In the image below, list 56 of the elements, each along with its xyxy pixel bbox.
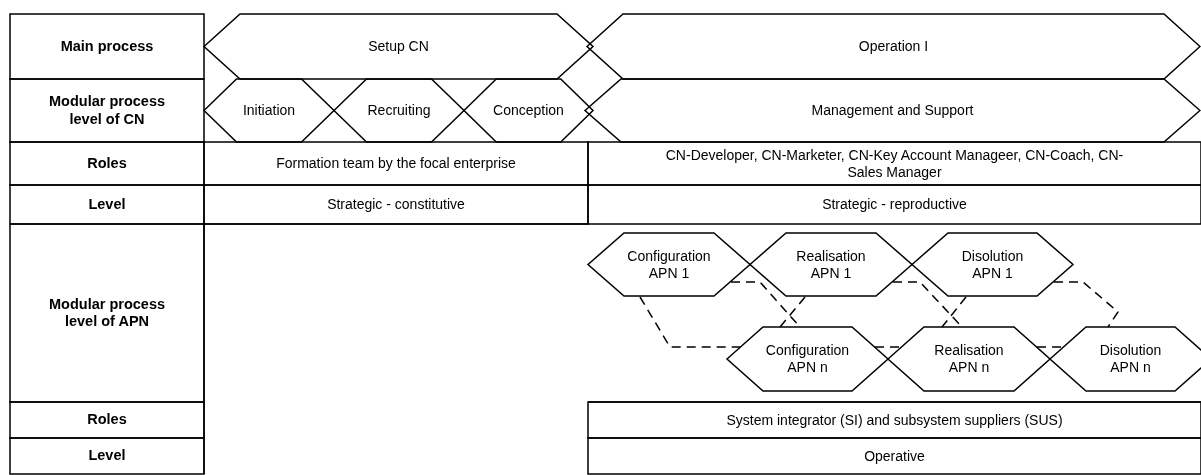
row-header-cell	[10, 14, 204, 79]
process-hexagon	[888, 327, 1050, 391]
cell-text: Operative	[864, 447, 925, 465]
cell-text: Setup CN	[368, 38, 429, 55]
cell-text: Realisation APN n	[933, 342, 1005, 376]
table-cell	[588, 402, 1201, 438]
row-label: Modular process level of CN	[48, 93, 166, 128]
cell-text: Operation I	[858, 38, 929, 55]
cell-text: Strategic - constitutive	[327, 196, 465, 213]
process-hexagon	[588, 233, 750, 296]
cell-text: Configuration APN 1	[626, 247, 712, 282]
process-hexagon	[464, 79, 593, 142]
cell-text: Conception	[493, 102, 564, 119]
process-hexagon	[204, 79, 334, 142]
dashed-connector	[1053, 281, 1119, 328]
process-hexagon	[587, 14, 1200, 79]
cell-text: Formation team by the focal enterprise	[276, 155, 516, 172]
cell-text: Recruiting	[367, 102, 431, 119]
table-cell	[588, 185, 1201, 224]
process-hexagon	[204, 14, 593, 79]
row-header-cell	[10, 224, 204, 402]
dashed-connector	[639, 296, 741, 348]
cell-text: System integrator (SI) and subsystem suppliers (SUS)	[726, 411, 1063, 429]
table-cell	[204, 185, 588, 224]
process-hexagon	[334, 79, 464, 142]
row-label: Level	[88, 447, 126, 465]
row-label: Roles	[87, 154, 127, 173]
process-hexagon	[912, 233, 1073, 296]
row-label: Roles	[87, 411, 127, 429]
row-label: Level	[88, 195, 126, 214]
dashed-connector	[874, 346, 902, 348]
cell-text: Configuration APN n	[764, 342, 851, 376]
dashed-connector	[941, 296, 967, 328]
cell-text: Strategic - reproductive	[822, 196, 967, 213]
row-header-cell	[10, 185, 204, 224]
table-cell	[588, 438, 1201, 474]
cell-text: Realisation APN 1	[795, 247, 867, 282]
process-hexagon	[1050, 327, 1201, 391]
row-label: Main process	[60, 37, 154, 56]
dashed-connector	[779, 296, 806, 328]
table-cell	[204, 142, 588, 185]
row-header-cell	[10, 438, 204, 474]
table-cell	[588, 142, 1201, 185]
process-hexagon	[585, 79, 1200, 142]
row-header-cell	[10, 402, 204, 438]
cell-text: Management and Support	[811, 102, 974, 119]
row-header-cell	[10, 142, 204, 185]
process-hexagon	[727, 327, 888, 391]
dashed-connector	[1036, 346, 1064, 348]
cell-text: Initiation	[242, 102, 296, 119]
row-header-cell	[10, 79, 204, 142]
process-hexagon	[750, 233, 912, 296]
cell-text: Disolution APN 1	[960, 247, 1025, 282]
cell-text: CN-Developer, CN-Marketer, CN-Key Account Manageer, CN-Coach, CN-Sales Manager	[664, 146, 1125, 181]
cell-text: Disolution APN n	[1098, 342, 1163, 376]
row-label: Modular process level of APN	[48, 295, 166, 331]
